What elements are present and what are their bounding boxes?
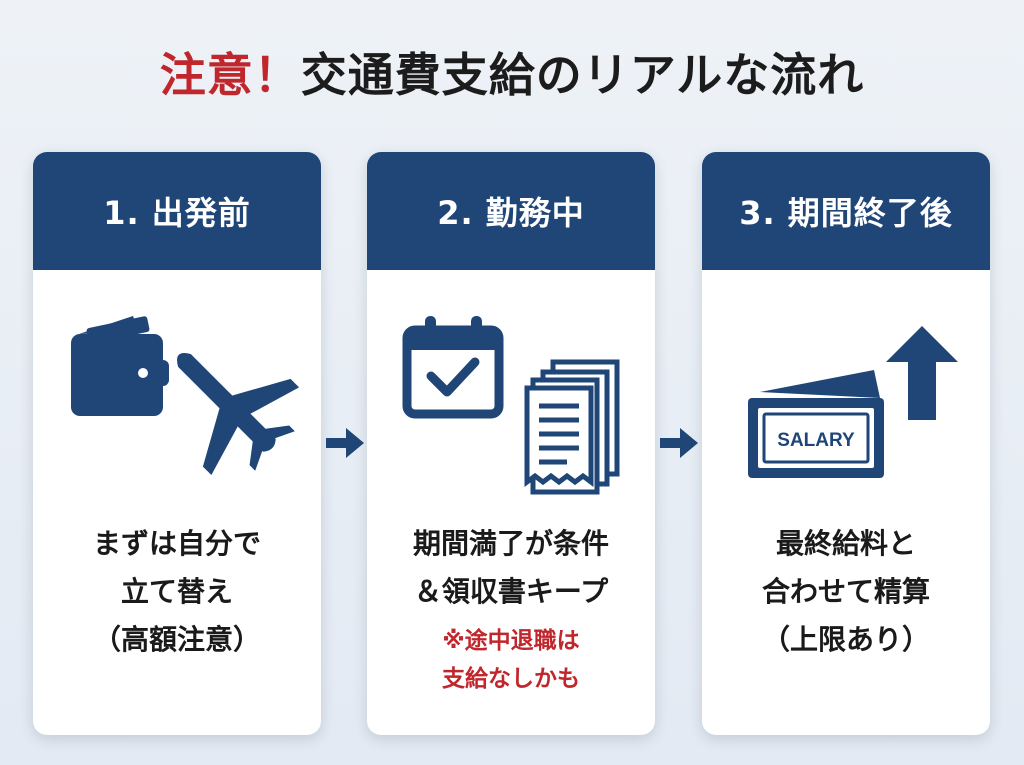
airplane-icon — [177, 353, 300, 476]
step-2-warning-note: ※途中退職は 支給なしかも — [367, 622, 655, 698]
step-1-line-1: まずは自分で — [92, 527, 261, 560]
step-1-description: まずは自分で 立て替え （高額注意） — [33, 520, 321, 664]
title-main: 交通費支給のリアルな流れ — [300, 48, 865, 102]
title-alert: 注意！ — [159, 48, 301, 102]
step-1-line-2: 立て替え — [120, 575, 233, 608]
step-1-heading: 1. 出発前 — [33, 152, 321, 270]
step-2-note-line-2: 支給なしかも — [442, 666, 580, 692]
step-1-line-3: （高額注意） — [92, 623, 261, 656]
receipt-stack-icon — [524, 359, 620, 495]
step-3-line-1: 最終給料と — [775, 527, 916, 560]
up-arrow-icon — [886, 326, 958, 420]
step-2-note-line-1: ※途中退職は — [442, 628, 580, 654]
page-title: 注意！交通費支給のリアルな流れ — [0, 40, 1024, 110]
salary-bill-icon: SALARY — [748, 370, 884, 478]
step-card-1: 1. 出発前 まずは自分で 立て替え （高額注意） — [33, 152, 321, 735]
step-3-line-3: （上限あり） — [761, 623, 930, 656]
step-2-line-2: ＆領収書キープ — [413, 575, 609, 608]
step-card-2: 2. 勤務中 期間満了が条件 ＆領収書 — [367, 152, 655, 735]
right-arrow-icon — [660, 428, 698, 458]
right-arrow-icon — [326, 428, 364, 458]
step-1-icons — [33, 270, 321, 520]
step-3-heading: 3. 期間終了後 — [702, 152, 990, 270]
step-2-line-1: 期間満了が条件 — [412, 527, 609, 560]
calendar-check-icon — [402, 316, 504, 419]
wallet-icon — [71, 316, 169, 416]
step-2-icons — [367, 270, 655, 520]
step-3-description: 最終給料と 合わせて精算 （上限あり） — [702, 520, 990, 664]
step-2-description: 期間満了が条件 ＆領収書キープ — [367, 520, 655, 616]
step-3-line-2: 合わせて精算 — [761, 575, 930, 608]
step-2-heading: 2. 勤務中 — [367, 152, 655, 270]
step-card-3: 3. 期間終了後 SALARY 最終給料と 合わせて精算 （上限あり） — [702, 152, 990, 735]
step-3-icons: SALARY — [702, 270, 990, 520]
salary-label: SALARY — [777, 430, 855, 451]
